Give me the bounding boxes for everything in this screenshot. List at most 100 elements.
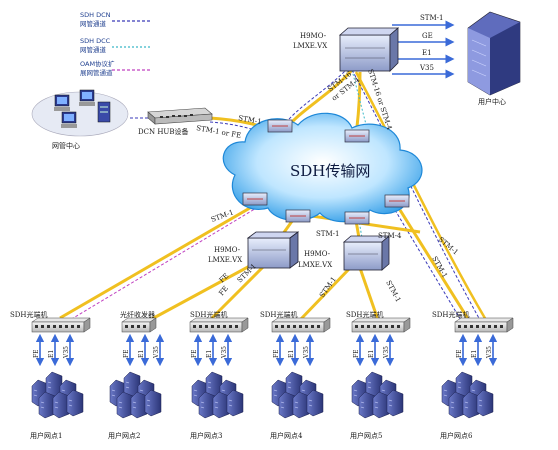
nms-center-label: 网管中心 <box>52 141 80 150</box>
computer-icon <box>61 111 77 128</box>
terminal-4: SDH光端机 FE E1 V35 用户网点4 <box>260 310 331 440</box>
port-label: FE <box>123 349 130 358</box>
link-label-stm1-r2: STM-1 <box>384 279 402 303</box>
mid-device-right: H9MO- LMXE.VX <box>298 235 391 271</box>
link-label-midr: STM-4 <box>378 232 402 240</box>
port-label: FE <box>456 349 463 358</box>
port-v35: V35 <box>419 64 434 72</box>
core-device-label-2: LMXE.VX <box>293 42 327 50</box>
port-label: E1 <box>471 350 478 358</box>
port-label: V35 <box>63 346 70 359</box>
legend-dcc-label-2: 网管通道 <box>80 45 107 54</box>
terminal-1: SDH光端机 FE E1 V35 用户网点1 <box>10 310 91 440</box>
server-icon <box>97 101 111 123</box>
port-label: FE <box>33 349 40 358</box>
mid-device-right-label-1: H9MO- <box>304 250 331 258</box>
link-label-left: STM-1 <box>210 208 235 224</box>
terminals: SDH光端机 FE E1 V35 用户网点1 光纤收发器 FE E1 V35 用户网点2 SDH光端… <box>10 310 514 440</box>
terminal-label: SDH光端机 <box>190 310 228 319</box>
link-core-t6 <box>354 71 488 321</box>
link-core-t6-dcn <box>351 69 481 321</box>
site-label: 用户网点1 <box>30 431 62 440</box>
mid-device-left-label-2: LMXE.VX <box>208 256 242 264</box>
computer-icon <box>54 94 70 111</box>
link-label-midl: STM-1 <box>316 230 339 238</box>
cloud-adm-5 <box>344 211 370 225</box>
port-label: V35 <box>383 346 390 359</box>
port-label: V35 <box>486 346 493 359</box>
site-label: 用户网点5 <box>350 431 382 440</box>
user-center-port-arrows <box>392 20 455 79</box>
mid-device-right-label-2: LMXE.VX <box>298 261 332 269</box>
site-label: 用户网点6 <box>440 431 473 440</box>
core-device: H9MO- LMXE.VX <box>293 27 400 72</box>
computer-icon <box>79 89 95 106</box>
user-center-building-icon: 用户中心 <box>467 11 521 106</box>
user-center-label: 用户中心 <box>478 97 506 106</box>
port-stm1: STM-1 <box>420 14 443 22</box>
port-label: V35 <box>153 346 160 359</box>
core-device-label-1: H9MO- <box>300 32 327 40</box>
legend-oam-label-1: OAM协议扩 <box>80 59 115 68</box>
port-label: V35 <box>221 346 228 359</box>
link-mid-t5 <box>358 267 380 321</box>
building-cluster-icon <box>271 371 324 419</box>
dcn-hub: DCN HUB设备 <box>138 107 213 136</box>
cloud-label: SDH传输网 <box>290 162 370 180</box>
nms-center: 网管中心 <box>31 89 129 150</box>
terminal-6: SDH光端机 FE E1 V35 用户网点6 <box>432 310 514 440</box>
sdh-cloud: SDH传输网 <box>222 112 423 225</box>
terminal-2: 光纤收发器 FE E1 V35 用户网点2 <box>108 310 165 440</box>
port-label: FE <box>273 349 280 358</box>
link-label-hub-a: STM-1 <box>238 114 262 126</box>
link-label-fe-2: FE <box>217 285 230 298</box>
legend-dcn-label-1: SDH DCN <box>80 11 111 19</box>
cloud-adm-6 <box>384 194 410 208</box>
port-e1: E1 <box>422 49 432 57</box>
site-label: 用户网点4 <box>270 431 303 440</box>
user-center-ports: STM-1 GE E1 V35 <box>419 14 443 72</box>
legend-oam-label-2: 展网管通道 <box>80 68 113 77</box>
site-label: 用户网点2 <box>108 431 140 440</box>
port-label: E1 <box>48 350 55 358</box>
terminal-label: SDH光端机 <box>10 310 48 319</box>
port-label: FE <box>353 349 360 358</box>
cloud-adm-3 <box>242 192 268 206</box>
terminal-label: SDH光端机 <box>432 310 470 319</box>
link-dcn-t6 <box>394 209 463 323</box>
terminal-label: 光纤收发器 <box>120 310 155 319</box>
terminal-label: SDH光端机 <box>346 310 384 319</box>
mid-device-left-label-1: H9MO- <box>214 246 241 254</box>
legend-dcc-label-1: SDH DCC <box>80 37 111 45</box>
link-label-hub-b: STM-1 or FE <box>196 124 242 140</box>
port-label: E1 <box>368 350 375 358</box>
port-label: E1 <box>138 350 145 358</box>
building-cluster-icon <box>351 371 404 419</box>
terminal-label: SDH光端机 <box>260 310 298 319</box>
cloud-adm-4 <box>285 209 311 223</box>
port-label: E1 <box>206 350 213 358</box>
dcn-hub-label: DCN HUB设备 <box>138 127 188 136</box>
mid-device-left: H9MO- LMXE.VX <box>208 231 300 269</box>
building-cluster-icon <box>191 371 244 419</box>
link-label-stm1-r1: STM-1 <box>318 275 338 299</box>
cloud-adm-1 <box>267 119 293 133</box>
link-cloud-t1 <box>59 203 256 320</box>
building-cluster-icon <box>31 371 84 419</box>
terminal-5: SDH光端机 FE E1 V35 用户网点5 <box>346 310 411 440</box>
terminal-3: SDH光端机 FE E1 V35 用户网点3 <box>189 310 249 440</box>
legend-dcn-label-2: 网管通道 <box>80 19 107 28</box>
port-ge: GE <box>422 32 433 40</box>
port-label: FE <box>191 349 198 358</box>
cloud-adm-2 <box>344 129 370 143</box>
building-cluster-icon <box>109 371 162 419</box>
port-label: E1 <box>288 350 295 358</box>
building-cluster-icon <box>441 371 494 419</box>
link-cloud-t6 <box>398 209 472 323</box>
legend: SDH DCN 网管通道 SDH DCC 网管通道 OAM协议扩 展网管通道 <box>80 11 152 77</box>
link-mid-t4 <box>298 266 352 322</box>
site-label: 用户网点3 <box>190 431 222 440</box>
port-label: V35 <box>303 346 310 359</box>
link-oam-t1 <box>69 206 259 321</box>
